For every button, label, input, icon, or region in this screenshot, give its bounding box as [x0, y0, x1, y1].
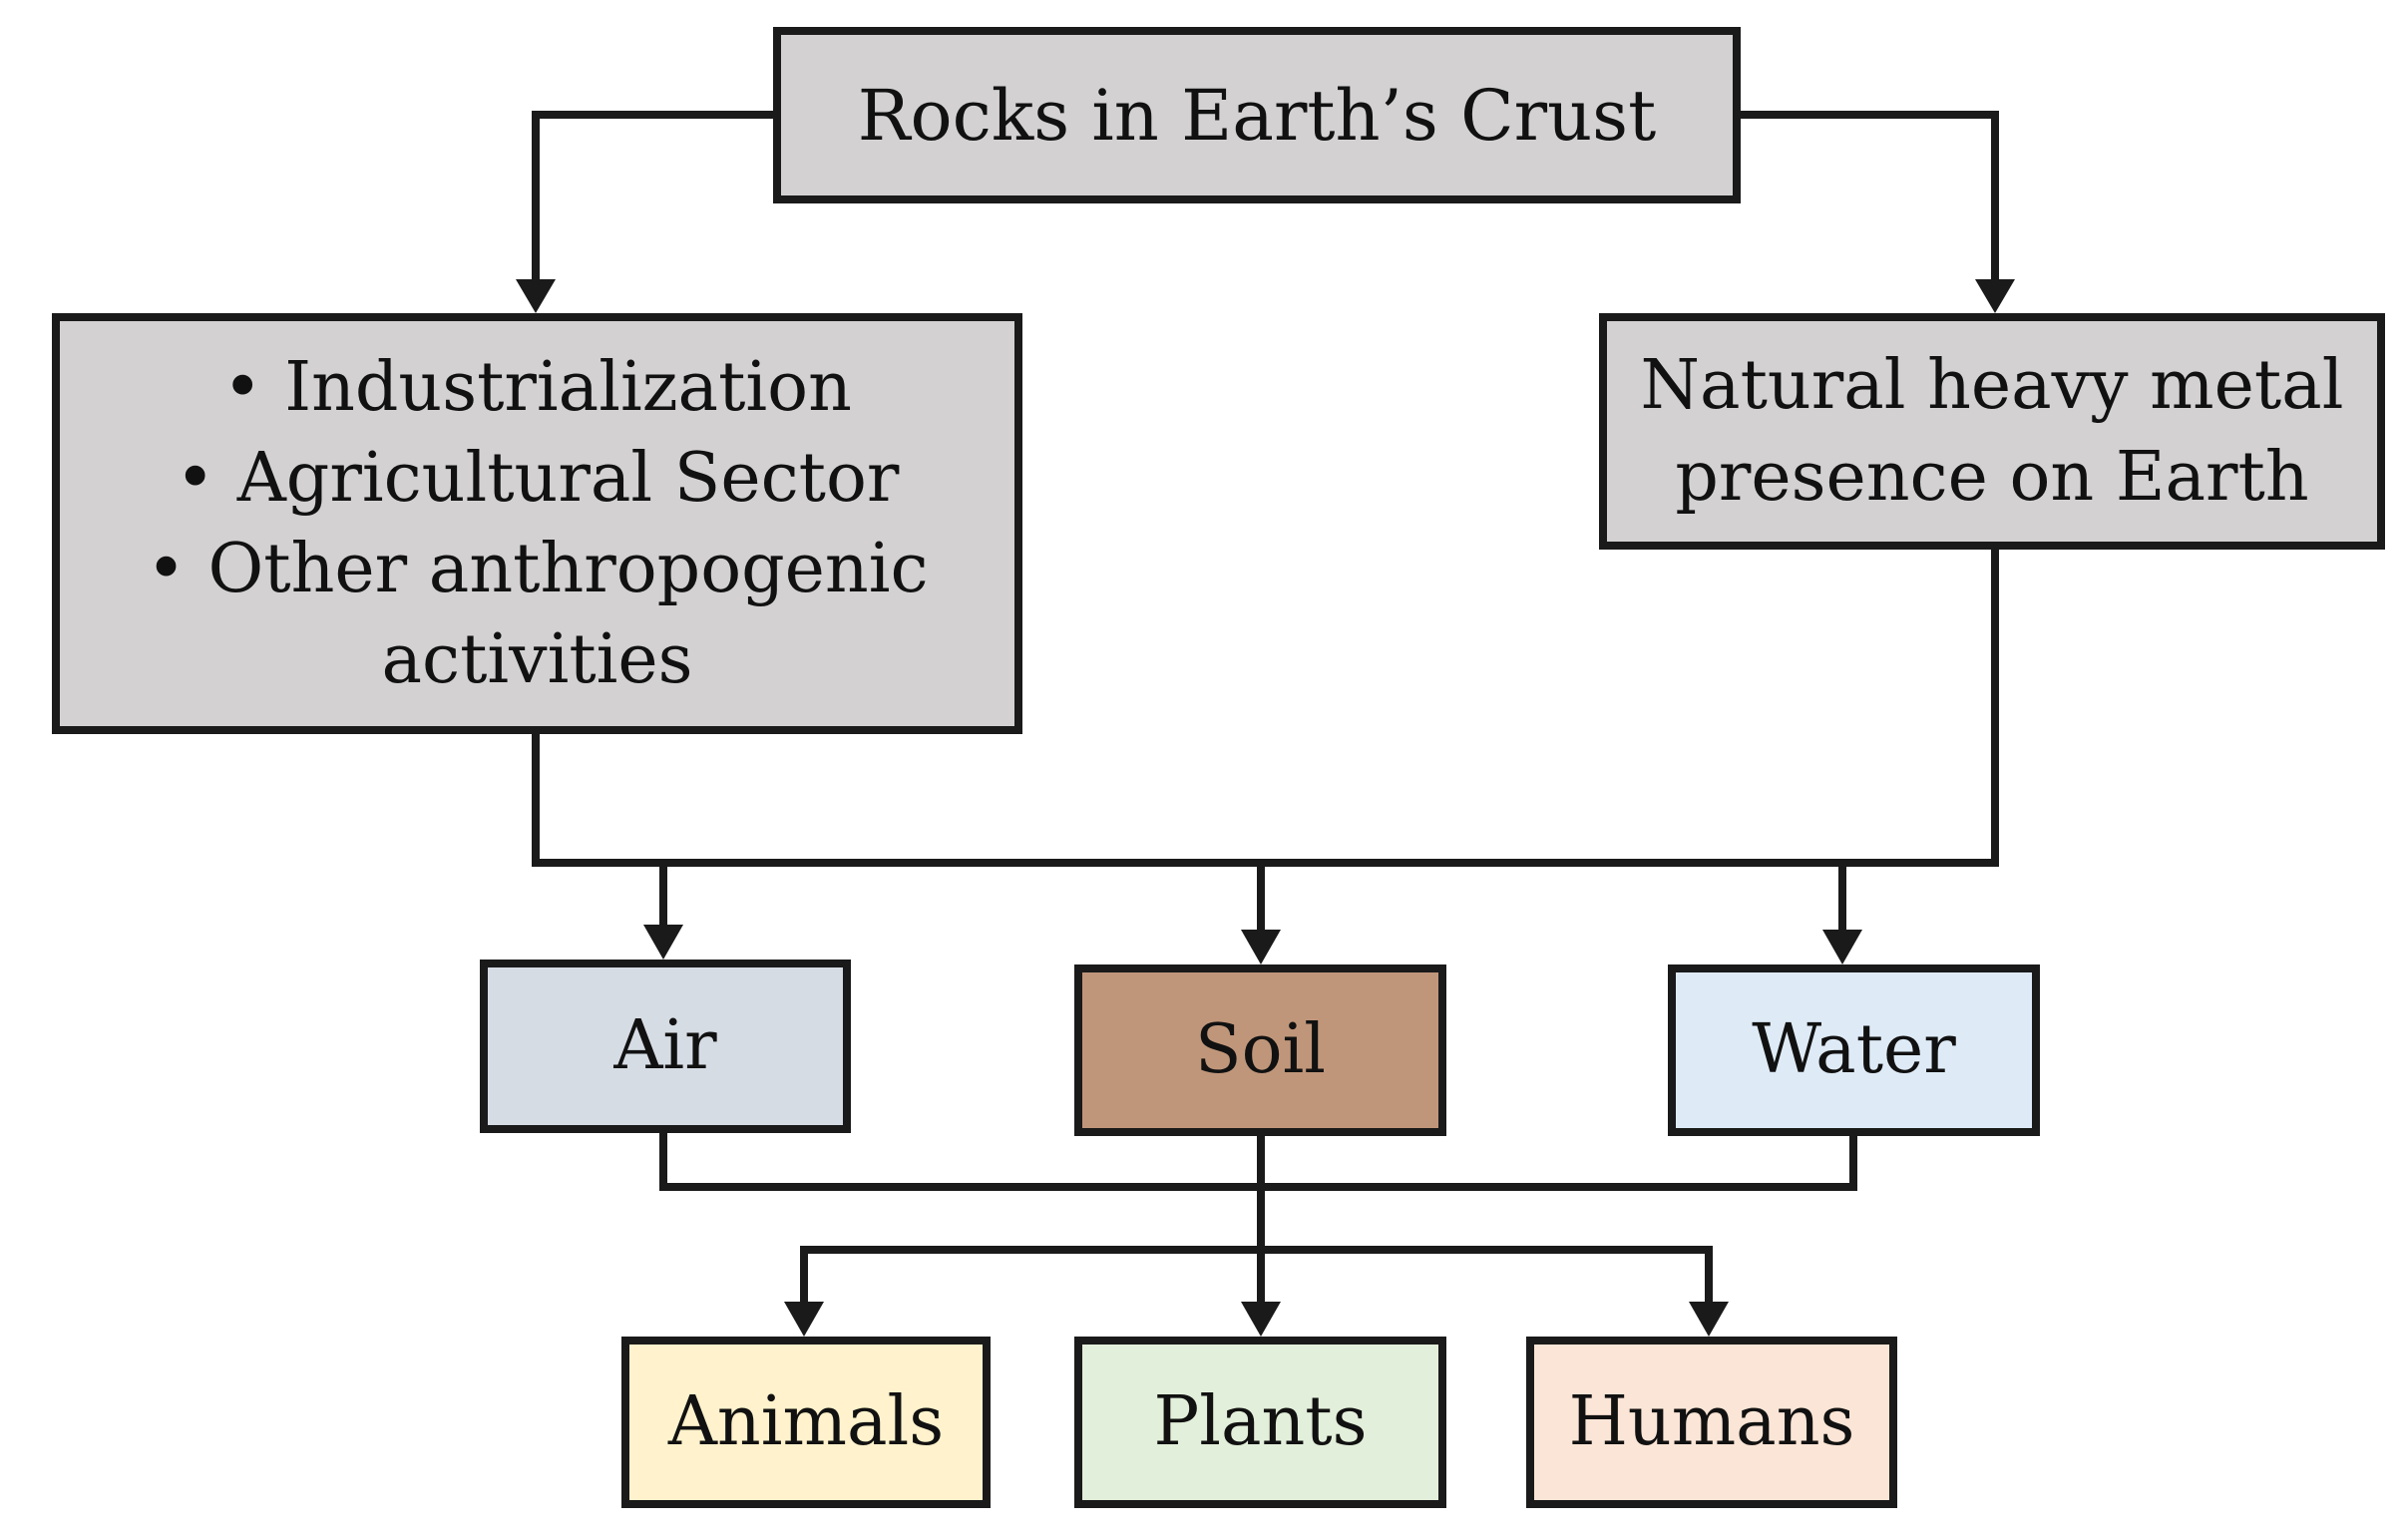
edge-rocks-to-sources	[532, 111, 777, 288]
list-item: •Industrialization	[222, 348, 852, 427]
node-rocks-in-earths-crust: Rocks in Earth’s Crust	[773, 27, 1741, 203]
node-label: Soil	[1194, 1010, 1327, 1090]
list-item: •Agricultural Sector	[175, 439, 900, 518]
arrowhead-animals	[784, 1302, 824, 1337]
node-label: Humans	[1568, 1382, 1855, 1462]
node-water: Water	[1668, 964, 2040, 1136]
node-label: Animals	[667, 1382, 945, 1462]
node-natural-heavy-metal-presence: Natural heavy metal presence on Earth	[1599, 313, 2385, 550]
arrowhead-natural	[1975, 279, 2015, 313]
node-label: Water	[1752, 1010, 1956, 1090]
list-item: •Other anthropogenic	[146, 530, 929, 608]
edge-distribution-bar	[800, 1246, 1713, 1311]
arrowhead-plants	[1241, 1302, 1281, 1337]
node-label: Air	[613, 1006, 717, 1086]
node-animals: Animals	[621, 1337, 991, 1508]
node-soil: Soil	[1074, 964, 1446, 1136]
node-label: Natural heavy metal presence on Earth	[1640, 345, 2344, 517]
arrowhead-soil	[1241, 930, 1281, 964]
arrowhead-water	[1822, 930, 1862, 964]
node-plants: Plants	[1074, 1337, 1446, 1508]
source-list: •Industrialization •Agricultural Sector …	[146, 342, 928, 705]
arrowhead-sources	[516, 279, 556, 313]
node-air: Air	[480, 960, 851, 1133]
node-label: Rocks in Earth’s Crust	[857, 74, 1657, 157]
edge-sources-to-bus	[532, 546, 1999, 867]
arrowhead-humans	[1689, 1302, 1729, 1337]
node-label: Plants	[1153, 1382, 1368, 1462]
edge-rocks-to-natural	[1737, 111, 1999, 288]
node-anthropogenic-sources: •Industrialization •Agricultural Sector …	[52, 313, 1022, 734]
list-item: activities	[381, 620, 693, 699]
node-humans: Humans	[1526, 1337, 1897, 1508]
arrowhead-air	[643, 925, 683, 960]
